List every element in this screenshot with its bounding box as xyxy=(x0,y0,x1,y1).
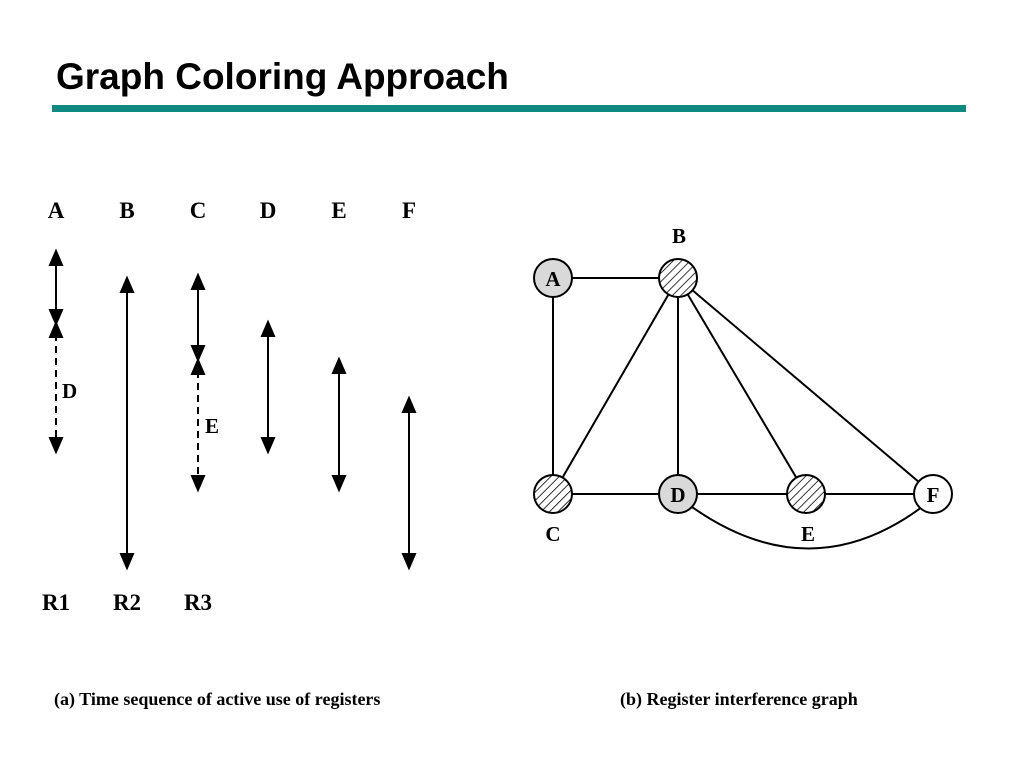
timeline-arrow-a xyxy=(48,248,64,327)
timeline-arrow-e xyxy=(331,356,347,493)
timeline-arrow-b xyxy=(119,275,135,571)
timeline-col-label-d: D xyxy=(260,198,277,223)
graph-node-label-f: F xyxy=(927,483,940,507)
graph-caption: (b) Register interference graph xyxy=(620,689,858,710)
register-label-r2: R2 xyxy=(113,590,141,615)
graph-node-f xyxy=(913,474,953,514)
timeline-arrow-d xyxy=(260,319,276,455)
graph-node-a xyxy=(533,258,573,298)
graph-node-d xyxy=(658,474,698,514)
register-label-r1: R1 xyxy=(42,590,70,615)
timeline-arrow-e-dashed xyxy=(190,357,206,493)
timeline-col-label-e: E xyxy=(331,198,346,223)
graph-edge-b-c xyxy=(552,277,679,495)
timeline-caption: (a) Time sequence of active use of regis… xyxy=(54,689,380,710)
slide-title: Graph Coloring Approach xyxy=(56,56,509,97)
graph-node-label-c: C xyxy=(545,522,560,546)
graph-edge-b-e xyxy=(677,277,807,495)
timeline-dashed-label-e: E xyxy=(205,414,219,438)
timeline-col-label-f: F xyxy=(402,198,416,223)
graph-node-b xyxy=(658,258,698,298)
timeline-col-label-a: A xyxy=(48,198,65,223)
graph-edge-b-f xyxy=(677,277,934,495)
timeline-col-label-c: C xyxy=(190,198,207,223)
graph-edge-d-f xyxy=(691,506,923,550)
timeline-arrow-c xyxy=(190,272,206,363)
timeline-arrow-f xyxy=(401,395,417,571)
graph-node-label-e: E xyxy=(801,522,815,546)
timeline-col-label-b: B xyxy=(119,198,134,223)
graph-node-label-b: B xyxy=(672,224,686,248)
graph-node-label-a: A xyxy=(545,267,561,291)
graph-node-e xyxy=(786,474,826,514)
title-rule xyxy=(52,105,966,112)
graph-node-label-d: D xyxy=(670,483,685,507)
timeline-dashed-label-d: D xyxy=(62,379,77,403)
timeline-arrow-d-dashed xyxy=(48,320,64,455)
graph-node-c xyxy=(533,474,573,514)
register-label-r3: R3 xyxy=(184,590,212,615)
